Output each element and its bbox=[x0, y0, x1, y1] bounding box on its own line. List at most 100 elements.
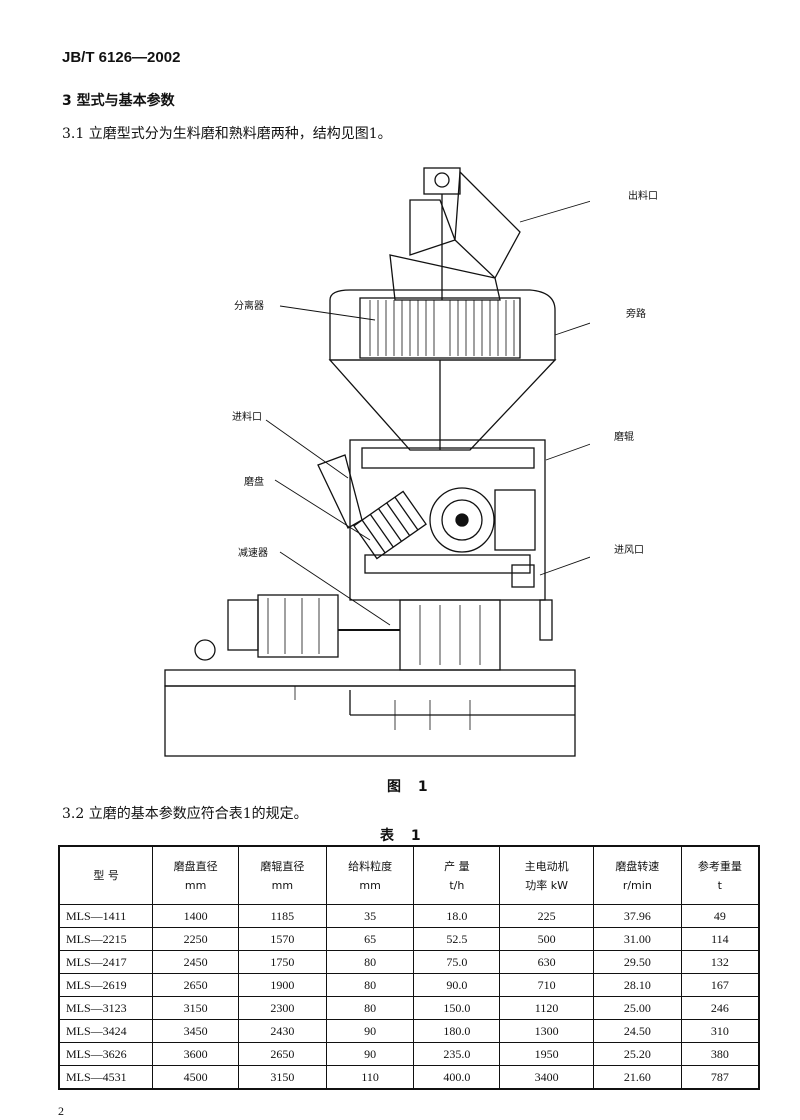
grinding-disc bbox=[364, 554, 531, 574]
table-header-cell: 主电动机功率 kW bbox=[499, 845, 594, 905]
value-cell: 167 bbox=[680, 973, 760, 997]
vertical-mill-figure bbox=[164, 167, 590, 757]
value-cell: 35 bbox=[325, 904, 415, 928]
model-cell: MLS—2417 bbox=[58, 950, 154, 974]
value-cell: 225 bbox=[499, 904, 594, 928]
section-3-1-text: 3.1 立磨型式分为生料磨和熟料磨两种，结构见图1。 bbox=[62, 126, 392, 142]
header-unit: mm bbox=[184, 878, 207, 892]
value-cell: 2450 bbox=[152, 950, 239, 974]
mill-body bbox=[349, 439, 546, 601]
value-cell: 2650 bbox=[152, 973, 239, 997]
value-cell: 180.0 bbox=[413, 1019, 501, 1043]
header-label: 型 号 bbox=[93, 869, 119, 882]
value-cell: 310 bbox=[680, 1019, 760, 1043]
value-cell: 235.0 bbox=[413, 1042, 501, 1066]
table-caption: 表 1 bbox=[380, 828, 427, 844]
table-header-cell: 磨盘转速 r/min bbox=[592, 845, 682, 905]
model-cell: MLS—3626 bbox=[58, 1042, 154, 1066]
header-unit: mm bbox=[271, 878, 294, 892]
value-cell: 1570 bbox=[238, 927, 327, 951]
rocker-wheel bbox=[429, 487, 495, 553]
header-unit: mm bbox=[359, 878, 381, 892]
separator-cage bbox=[369, 300, 515, 356]
model-cell: MLS—1411 bbox=[58, 904, 154, 928]
model-cell: MLS—2215 bbox=[58, 927, 154, 951]
value-cell: 90.0 bbox=[413, 973, 501, 997]
value-cell: 31.00 bbox=[592, 927, 682, 951]
header-label: 参考重量 bbox=[697, 859, 742, 873]
value-cell: 2250 bbox=[152, 927, 239, 951]
value-cell: 1400 bbox=[152, 904, 239, 928]
header-unit: r/min bbox=[622, 878, 652, 892]
document-code: JB/T 6126—2002 bbox=[62, 49, 181, 66]
value-cell: 787 bbox=[680, 1065, 760, 1090]
value-cell: 132 bbox=[680, 950, 760, 974]
section-3-heading: 3 型式与基本参数 bbox=[62, 93, 175, 109]
value-cell: 24.50 bbox=[592, 1019, 682, 1043]
value-cell: 4500 bbox=[152, 1065, 239, 1090]
label-disc: 磨盘 bbox=[244, 477, 264, 488]
value-cell: 25.00 bbox=[592, 996, 682, 1020]
header-unit: 功率 kW bbox=[525, 878, 568, 892]
value-cell: 29.50 bbox=[592, 950, 682, 974]
label-outlet: 出料口 bbox=[628, 191, 658, 202]
value-cell: 630 bbox=[499, 950, 594, 974]
outlet-top-flange bbox=[434, 172, 450, 188]
value-cell: 49 bbox=[680, 904, 760, 928]
value-cell: 28.10 bbox=[592, 973, 682, 997]
label-feed-inlet: 进料口 bbox=[232, 412, 262, 423]
value-cell: 3450 bbox=[152, 1019, 239, 1043]
model-cell: MLS—4531 bbox=[58, 1065, 154, 1090]
label-air-inlet: 进风口 bbox=[614, 545, 644, 556]
value-cell: 380 bbox=[680, 1042, 760, 1066]
value-cell: 2650 bbox=[238, 1042, 327, 1066]
value-cell: 1900 bbox=[238, 973, 327, 997]
value-cell: 1120 bbox=[499, 996, 594, 1020]
value-cell: 3400 bbox=[499, 1065, 594, 1090]
value-cell: 1750 bbox=[238, 950, 327, 974]
header-label: 主电动机 bbox=[524, 859, 569, 873]
label-roller: 磨辊 bbox=[614, 432, 634, 443]
main-motor bbox=[257, 594, 339, 658]
reducer-housing bbox=[399, 599, 501, 671]
header-label: 磨盘直径 bbox=[173, 859, 218, 873]
header-unit: t bbox=[717, 878, 722, 892]
air-inlet-box bbox=[511, 564, 535, 588]
label-separator: 分离器 bbox=[234, 301, 264, 312]
header-label: 磨辊直径 bbox=[260, 859, 305, 873]
table-header-cell: 参考重量 t bbox=[680, 845, 760, 905]
value-cell: 1300 bbox=[499, 1019, 594, 1043]
figure-caption: 图 1 bbox=[387, 779, 434, 795]
outlet-top-housing bbox=[423, 167, 461, 195]
value-cell: 75.0 bbox=[413, 950, 501, 974]
value-cell: 710 bbox=[499, 973, 594, 997]
main-cone bbox=[328, 359, 557, 451]
header-label: 磨盘转速 bbox=[615, 859, 660, 873]
outlet-duct bbox=[454, 170, 521, 280]
feed-chute bbox=[317, 454, 363, 529]
value-cell: 21.60 bbox=[592, 1065, 682, 1090]
value-cell: 25.20 bbox=[592, 1042, 682, 1066]
value-cell: 400.0 bbox=[413, 1065, 501, 1090]
table-header-cell: 磨辊直径 mm bbox=[238, 845, 327, 905]
label-bypass: 旁路 bbox=[626, 309, 646, 320]
separator-cone-top bbox=[389, 254, 501, 301]
base-frame bbox=[164, 669, 576, 687]
value-cell: 150.0 bbox=[413, 996, 501, 1020]
separator-housing bbox=[329, 289, 556, 361]
value-cell: 90 bbox=[325, 1042, 415, 1066]
model-cell: MLS—3424 bbox=[58, 1019, 154, 1043]
table-header-cell: 磨盘直径 mm bbox=[152, 845, 239, 905]
value-cell: 37.96 bbox=[592, 904, 682, 928]
model-cell: MLS—2619 bbox=[58, 973, 154, 997]
